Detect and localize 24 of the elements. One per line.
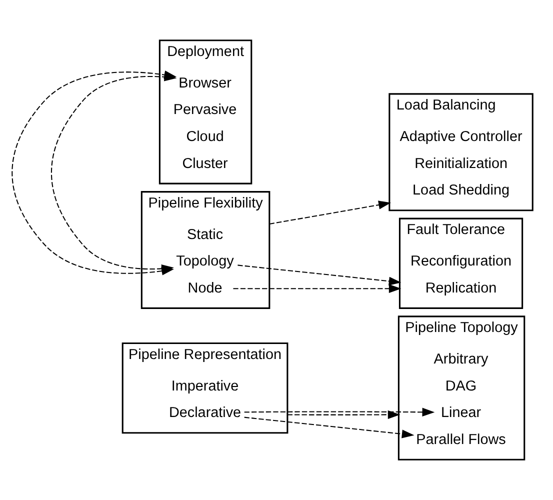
node-text: Arbitrary bbox=[434, 352, 488, 368]
node-text: Parallel Flows bbox=[416, 432, 506, 448]
arrow bbox=[244, 416, 414, 438]
arrow bbox=[287, 410, 400, 420]
node-text: Static bbox=[187, 226, 224, 243]
arrow bbox=[233, 284, 402, 293]
node-text: Topology bbox=[176, 254, 234, 270]
arrow bbox=[269, 200, 391, 225]
node-text: Adaptive Controller bbox=[400, 129, 522, 146]
node-text: Imperative bbox=[171, 378, 239, 394]
node-text: Replication bbox=[425, 280, 497, 296]
node-text: Browser bbox=[178, 75, 232, 92]
arrow bbox=[244, 408, 435, 416]
node-text: DAG bbox=[445, 378, 477, 394]
node-text: Declarative bbox=[168, 405, 242, 422]
node-text: Cluster bbox=[182, 156, 228, 172]
node-text: Load Shedding bbox=[412, 182, 510, 199]
node-text: Cloud bbox=[186, 129, 224, 146]
node-text: Pervasive bbox=[173, 102, 237, 118]
node-text: Linear bbox=[441, 405, 482, 422]
node-text: Reconfiguration bbox=[410, 254, 512, 270]
arrow bbox=[238, 264, 402, 286]
node-text: Node bbox=[188, 280, 222, 296]
node-text: Reinitialization bbox=[414, 156, 508, 172]
